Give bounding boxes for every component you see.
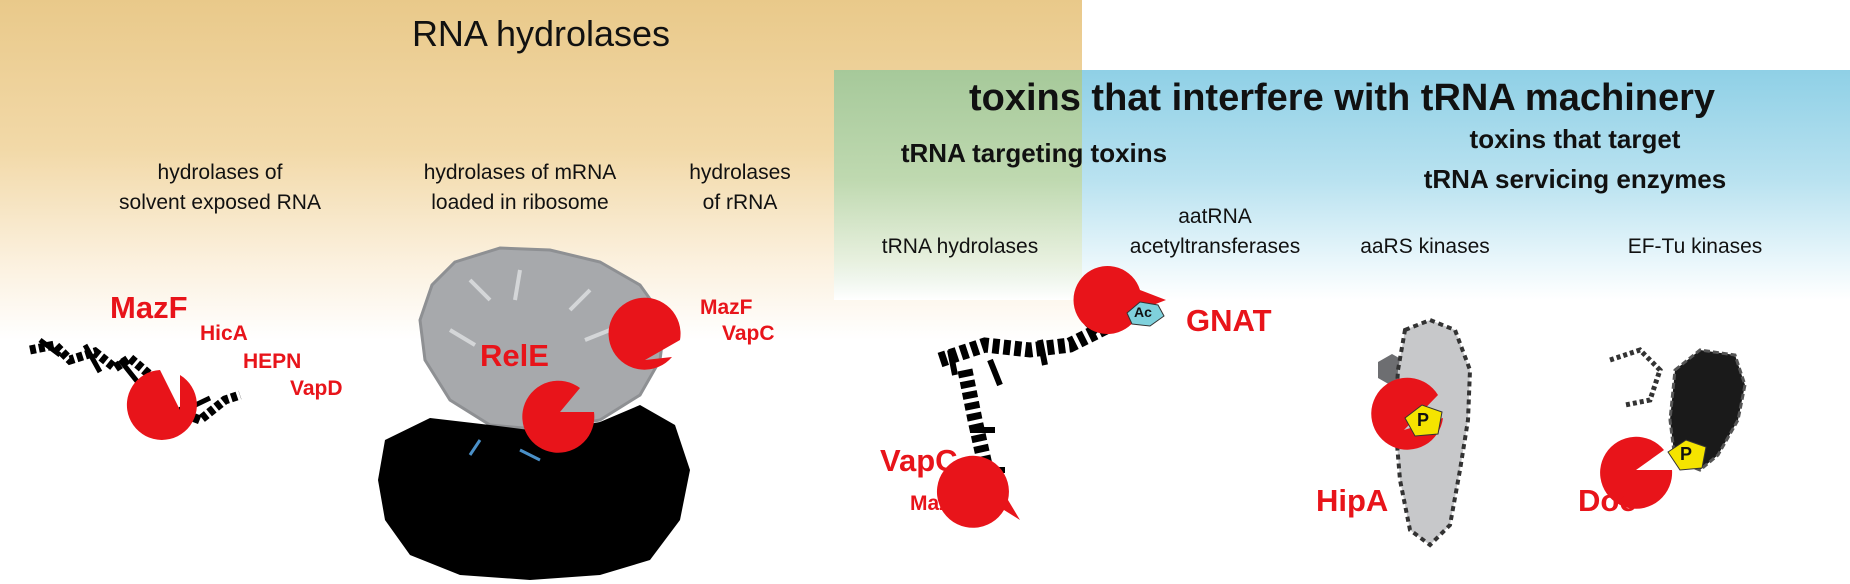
trna-hydrolases-label: tRNA hydrolases bbox=[881, 235, 1039, 258]
acetyl-tag bbox=[1126, 301, 1165, 327]
toxin-label-mazf-solvent: MazF bbox=[110, 290, 188, 325]
toxin-label-vapc-trna: VapC bbox=[880, 443, 958, 478]
eftu-structure bbox=[1668, 348, 1747, 472]
acetyl-tag-label: Ac bbox=[1134, 304, 1152, 320]
toxin-label-mazf-trna: MazF bbox=[910, 492, 963, 515]
rrna-label-line2: of rRNA bbox=[702, 191, 778, 214]
toxin-label-hepn: HEPN bbox=[243, 350, 302, 373]
toxin-shape-vapc-trna bbox=[936, 455, 1020, 528]
trna-targeting-heading: tRNA targeting toxins bbox=[900, 138, 1168, 168]
toxin-shape-doc bbox=[1600, 436, 1673, 509]
toxin-label-hipa: HipA bbox=[1316, 483, 1389, 518]
toxin-label-vapd: VapD bbox=[290, 377, 343, 400]
rna-hydrolases-title: RNA hydrolases bbox=[411, 13, 671, 54]
rrna-label-line1: hydrolases bbox=[689, 161, 791, 184]
toxin-shape-rrna bbox=[608, 297, 681, 370]
solvent-label-line2: solvent exposed RNA bbox=[119, 191, 321, 214]
phospho-tag-hipa bbox=[1404, 404, 1443, 437]
toxin-label-doc: Doc bbox=[1578, 483, 1637, 518]
aars-kinases-label: aaRS kinases bbox=[1360, 235, 1490, 258]
trna-machinery-title: toxins that interfere with tRNA machiner… bbox=[968, 77, 1716, 119]
solvent-label-line1: hydrolases of bbox=[157, 161, 283, 184]
phospho-tag-label-hipa: P bbox=[1417, 410, 1430, 430]
servicing-heading-line1: toxins that target bbox=[1469, 124, 1681, 154]
toxin-label-hica: HicA bbox=[200, 322, 248, 345]
toxin-shapes bbox=[126, 266, 1673, 528]
acetyl-label-line1: aatRNA bbox=[1178, 205, 1252, 228]
toxin-shape-gnat bbox=[1073, 266, 1166, 335]
toxin-label-vapc-rrna: VapC bbox=[722, 322, 775, 345]
eftu-kinases-label: EF-Tu kinases bbox=[1627, 235, 1763, 258]
toxin-shape-mazf-solvent bbox=[126, 370, 197, 440]
acetyl-label-line2: acetyltransferases bbox=[1129, 235, 1301, 258]
ribosome-label-line2: loaded in ribosome bbox=[431, 191, 609, 214]
phospho-tag-doc bbox=[1667, 439, 1707, 471]
trna-targeting-overlap-panel bbox=[834, 70, 1082, 300]
toxin-label-rele: RelE bbox=[480, 338, 549, 373]
servicing-heading-line2: tRNA servicing enzymes bbox=[1423, 164, 1727, 194]
toxin-shape-rele bbox=[522, 380, 595, 453]
toxin-label-mazf-rrna: MazF bbox=[700, 296, 753, 319]
phospho-tag-label-doc: P bbox=[1680, 444, 1693, 464]
rna-strand-solvent bbox=[29, 340, 242, 426]
ribosome-label-line1: hydrolases of mRNA bbox=[423, 161, 617, 184]
ribosome-small-subunit bbox=[378, 405, 690, 580]
toxin-label-gnat: GNAT bbox=[1186, 303, 1272, 338]
